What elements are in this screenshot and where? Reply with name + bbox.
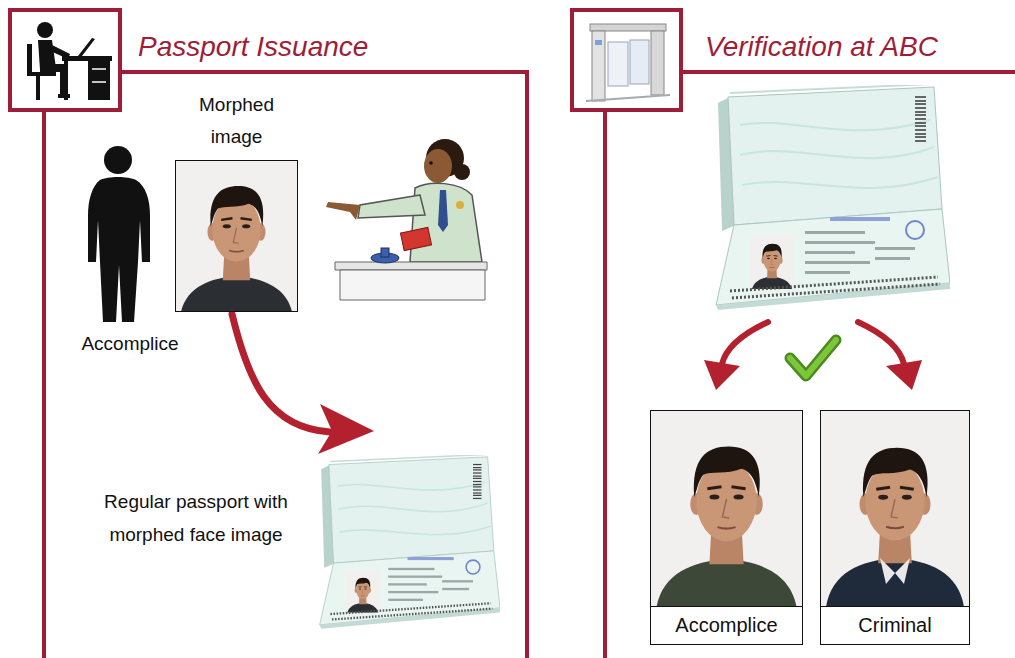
figure-label: Accomplice [66,333,194,355]
portrait-label: Criminal [821,606,969,644]
photo-frame: Morphed image [175,160,298,312]
abc-gate-icon [572,10,681,110]
portrait-frame: Accomplice [650,410,803,645]
passport-officer [326,139,487,300]
issued-passport [320,455,500,629]
panel-heading: Verification at ABC [705,30,938,64]
label-holder: Regular passport with morphed face image [86,485,306,551]
process-panel: Passport IssuanceMorphed image [42,70,529,658]
verification-arrows [704,322,922,390]
accomplice-photo [651,408,802,609]
panel-heading: Passport Issuance [138,30,368,64]
photo-caption: Morphed image [187,89,287,153]
morphed-face-photo [176,155,297,316]
portrait-label: Accomplice [651,606,802,644]
criminal-photo [821,410,969,607]
portrait-frame: Criminal [820,410,970,645]
process-panel: Verification at ABCAccompliceCriminal [603,70,1015,658]
accomplice-silhouette [88,146,150,322]
issuance-arrow [232,314,374,454]
label-holder: Accomplice [66,333,194,355]
presented-passport [716,84,950,310]
match-check [790,340,836,376]
desk-worker-icon [10,10,120,110]
passport-caption: Regular passport with morphed face image [86,485,306,551]
